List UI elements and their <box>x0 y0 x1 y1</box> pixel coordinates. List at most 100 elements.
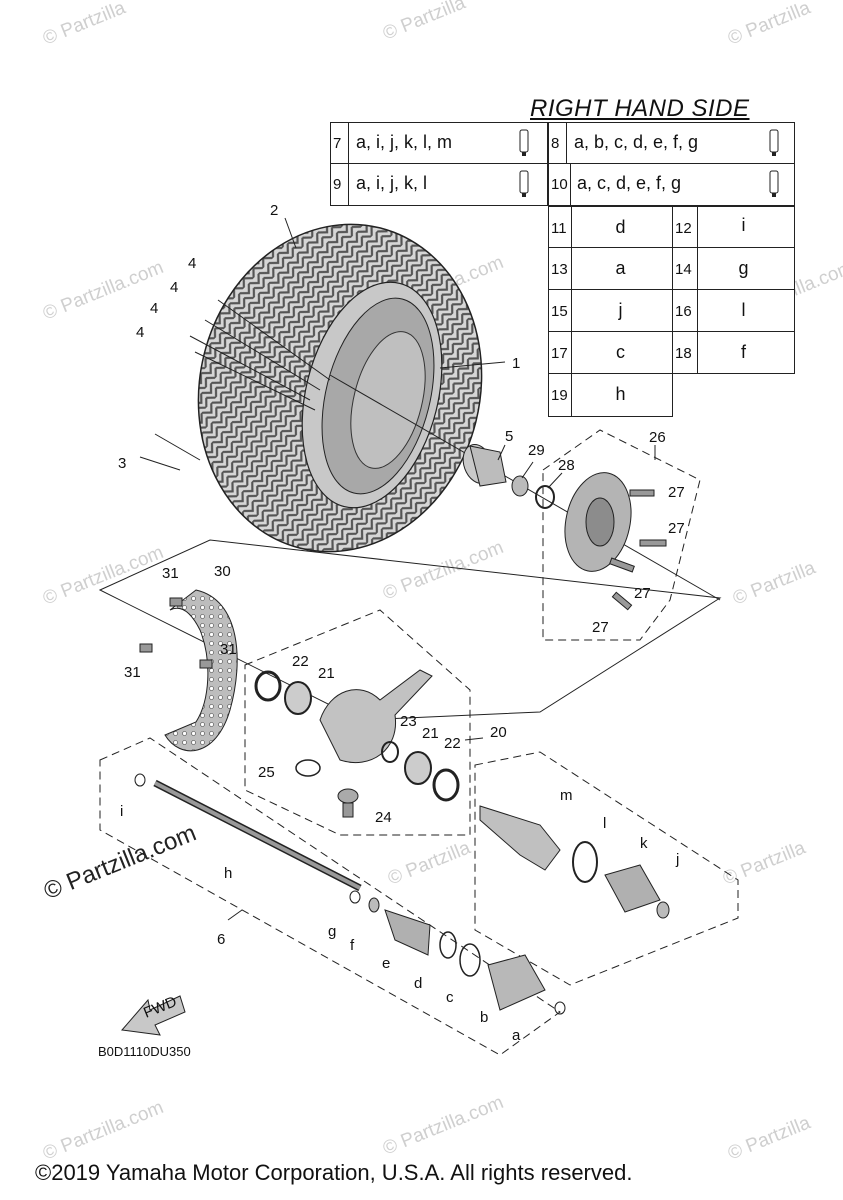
bearing <box>404 751 432 785</box>
callout-1: 1 <box>512 355 520 372</box>
callout-k: k <box>640 835 648 852</box>
band <box>572 841 598 883</box>
side-heading: RIGHT HAND SIDE <box>530 95 750 122</box>
lube-cell-10: 10 a, c, d, e, f, g <box>548 163 795 206</box>
watermark: © Partzilla.com <box>40 542 167 610</box>
callout-3: 3 <box>118 455 126 472</box>
circlip <box>349 890 361 904</box>
part-cell-15: 15 j <box>548 289 673 332</box>
hub-collar <box>462 444 507 487</box>
watermark: © Partzilla <box>725 1112 814 1165</box>
callout-j: j <box>675 851 679 868</box>
circlip <box>295 759 321 777</box>
callout-5: 5 <box>505 428 513 445</box>
tire <box>197 223 483 553</box>
callout-i: i <box>120 803 123 820</box>
callout-24: 24 <box>375 809 392 826</box>
disc-bolt <box>139 643 153 653</box>
callout-22: 22 <box>444 735 461 752</box>
copyright-footer: ©2019 Yamaha Motor Corporation, U.S.A. A… <box>35 1160 633 1185</box>
grease-tube-icon <box>519 129 529 156</box>
circlip <box>134 773 146 787</box>
part-cell-17: 17 c <box>548 331 673 374</box>
callout-31: 31 <box>162 565 179 582</box>
callout-g: g <box>328 923 336 940</box>
oil-seal <box>254 670 282 702</box>
callout-28: 28 <box>558 457 575 474</box>
callout-25: 25 <box>258 764 275 781</box>
callout-23: 23 <box>400 713 417 730</box>
band <box>439 931 457 959</box>
disc-bolt <box>169 597 183 607</box>
watermark: © Partzilla <box>720 837 809 890</box>
callout-31: 31 <box>124 664 141 681</box>
grease-tube-icon <box>769 170 779 197</box>
watermark: © Partzilla.com <box>40 257 167 325</box>
callout-h: h <box>224 865 232 882</box>
lube-cell-9: 9 a, i, j, k, l <box>330 163 548 206</box>
callout-d: d <box>414 975 422 992</box>
callout-a: a <box>512 1027 521 1044</box>
callout-21: 21 <box>422 725 439 742</box>
part-cell-18: 18 f <box>672 331 795 374</box>
watermark: © Partzilla.com <box>380 252 507 320</box>
circlip <box>554 1001 566 1015</box>
part-cell-16: 16 l <box>672 289 795 332</box>
boot <box>604 864 661 913</box>
brake-disc <box>164 589 238 752</box>
catalog-code: B0D1110DU350 <box>98 1044 191 1059</box>
callout-22: 22 <box>292 653 309 670</box>
wheel-hub <box>564 472 632 572</box>
inner-joint <box>487 954 546 1011</box>
callout-e: e <box>382 955 390 972</box>
callout-f: f <box>350 937 355 954</box>
part-cell-14: 14 g <box>672 247 795 290</box>
knuckle-group-outline <box>98 539 722 721</box>
callout-26: 26 <box>649 429 666 446</box>
lube-cell-8: 8 a, b, c, d, e, f, g <box>548 122 795 164</box>
grease-tube-icon <box>519 170 529 197</box>
part-cell-19: 19 h <box>548 373 673 417</box>
watermark: © Partzilla <box>385 837 474 890</box>
callout-31: 31 <box>220 641 237 658</box>
callout-27: 27 <box>668 484 685 501</box>
boot <box>384 909 431 956</box>
watermark: © Partzilla.com <box>40 1097 167 1165</box>
spacer <box>511 475 529 497</box>
callout-30: 30 <box>214 563 231 580</box>
grease-tube-icon <box>769 129 779 156</box>
drive-shaft-assembly-box <box>474 751 739 986</box>
bearing <box>284 681 312 715</box>
circlip <box>381 741 399 763</box>
callout-4: 4 <box>170 279 178 296</box>
ball-joint <box>337 788 359 818</box>
callout-20: 20 <box>490 724 507 741</box>
part-cell-12: 12 i <box>672 206 795 248</box>
disc-bolt <box>199 659 213 669</box>
callout-2: 2 <box>270 202 278 219</box>
band <box>656 901 670 919</box>
callout-c: c <box>446 989 454 1006</box>
band <box>459 943 481 977</box>
callout-27: 27 <box>592 619 609 636</box>
callout-4: 4 <box>188 255 196 272</box>
watermark: © Partzilla <box>725 0 814 50</box>
watermark: © Partzilla <box>40 0 129 50</box>
drive-shaft-assembly-box <box>99 737 561 1056</box>
watermark: © Partzilla <box>730 557 819 610</box>
band <box>368 897 380 913</box>
hub-stud-bolts <box>609 489 667 611</box>
callout-27: 27 <box>668 520 685 537</box>
part-cell-11: 11 d <box>548 206 673 248</box>
watermark: © Partzilla.com <box>380 537 507 605</box>
lube-cell-7: 7 a, i, j, k, l, m <box>330 122 548 164</box>
callout-m: m <box>560 787 573 804</box>
fwd-label: FWD <box>141 993 179 1022</box>
callout-27: 27 <box>634 585 651 602</box>
callout-4: 4 <box>150 300 158 317</box>
washer <box>535 485 555 509</box>
watermark: © Partzilla.com <box>380 1092 507 1160</box>
outer-joint <box>479 805 561 871</box>
wheel-rim <box>321 297 435 495</box>
callout-29: 29 <box>528 442 545 459</box>
